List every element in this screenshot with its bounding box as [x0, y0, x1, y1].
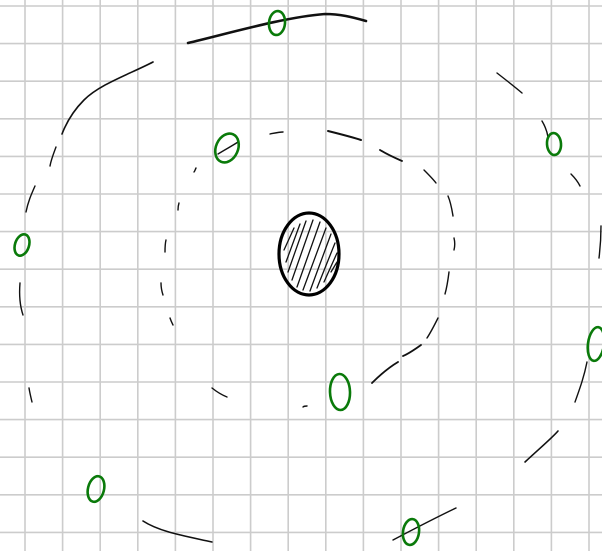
orbit-diagram [0, 0, 602, 551]
